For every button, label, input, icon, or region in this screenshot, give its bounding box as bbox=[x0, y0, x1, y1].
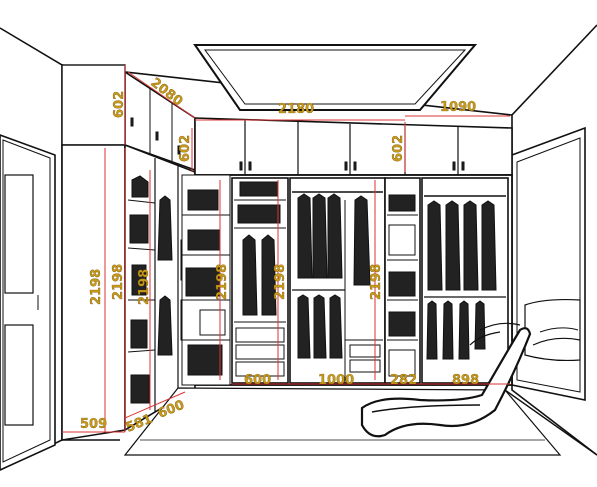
dim-1000: 1000 bbox=[318, 373, 354, 388]
dim-602-side: 602 bbox=[178, 135, 193, 162]
dim-898: 898 bbox=[452, 373, 479, 388]
dim-600: 600 bbox=[244, 373, 271, 388]
left-door bbox=[0, 134, 56, 471]
right-window bbox=[511, 126, 586, 401]
dimension-labels: 602 2080 602 2180 1090 602 2198 2198 219… bbox=[80, 75, 479, 436]
ceiling-recess bbox=[193, 44, 478, 111]
dim-509: 509 bbox=[80, 417, 107, 432]
dim-602-left: 602 bbox=[112, 91, 127, 118]
dim-2180: 2180 bbox=[278, 102, 314, 117]
dim-2198-e: 2198 bbox=[273, 264, 288, 300]
dim-2198-d: 2198 bbox=[215, 264, 230, 300]
dim-2198-b: 2198 bbox=[111, 264, 126, 300]
dimension-lines bbox=[62, 65, 510, 433]
dim-282: 282 bbox=[390, 373, 417, 388]
dim-1090: 1090 bbox=[440, 100, 476, 115]
dim-2198-f: 2198 bbox=[369, 264, 384, 300]
lounge-chair bbox=[360, 322, 532, 438]
dim-2198-a: 2198 bbox=[89, 269, 104, 305]
left-upper-cabinet bbox=[61, 64, 196, 172]
back-wardrobe bbox=[181, 174, 513, 386]
dim-2198-c: 2198 bbox=[137, 269, 152, 305]
dim-602-right: 602 bbox=[391, 135, 406, 162]
back-upper-cabinets bbox=[194, 117, 513, 176]
